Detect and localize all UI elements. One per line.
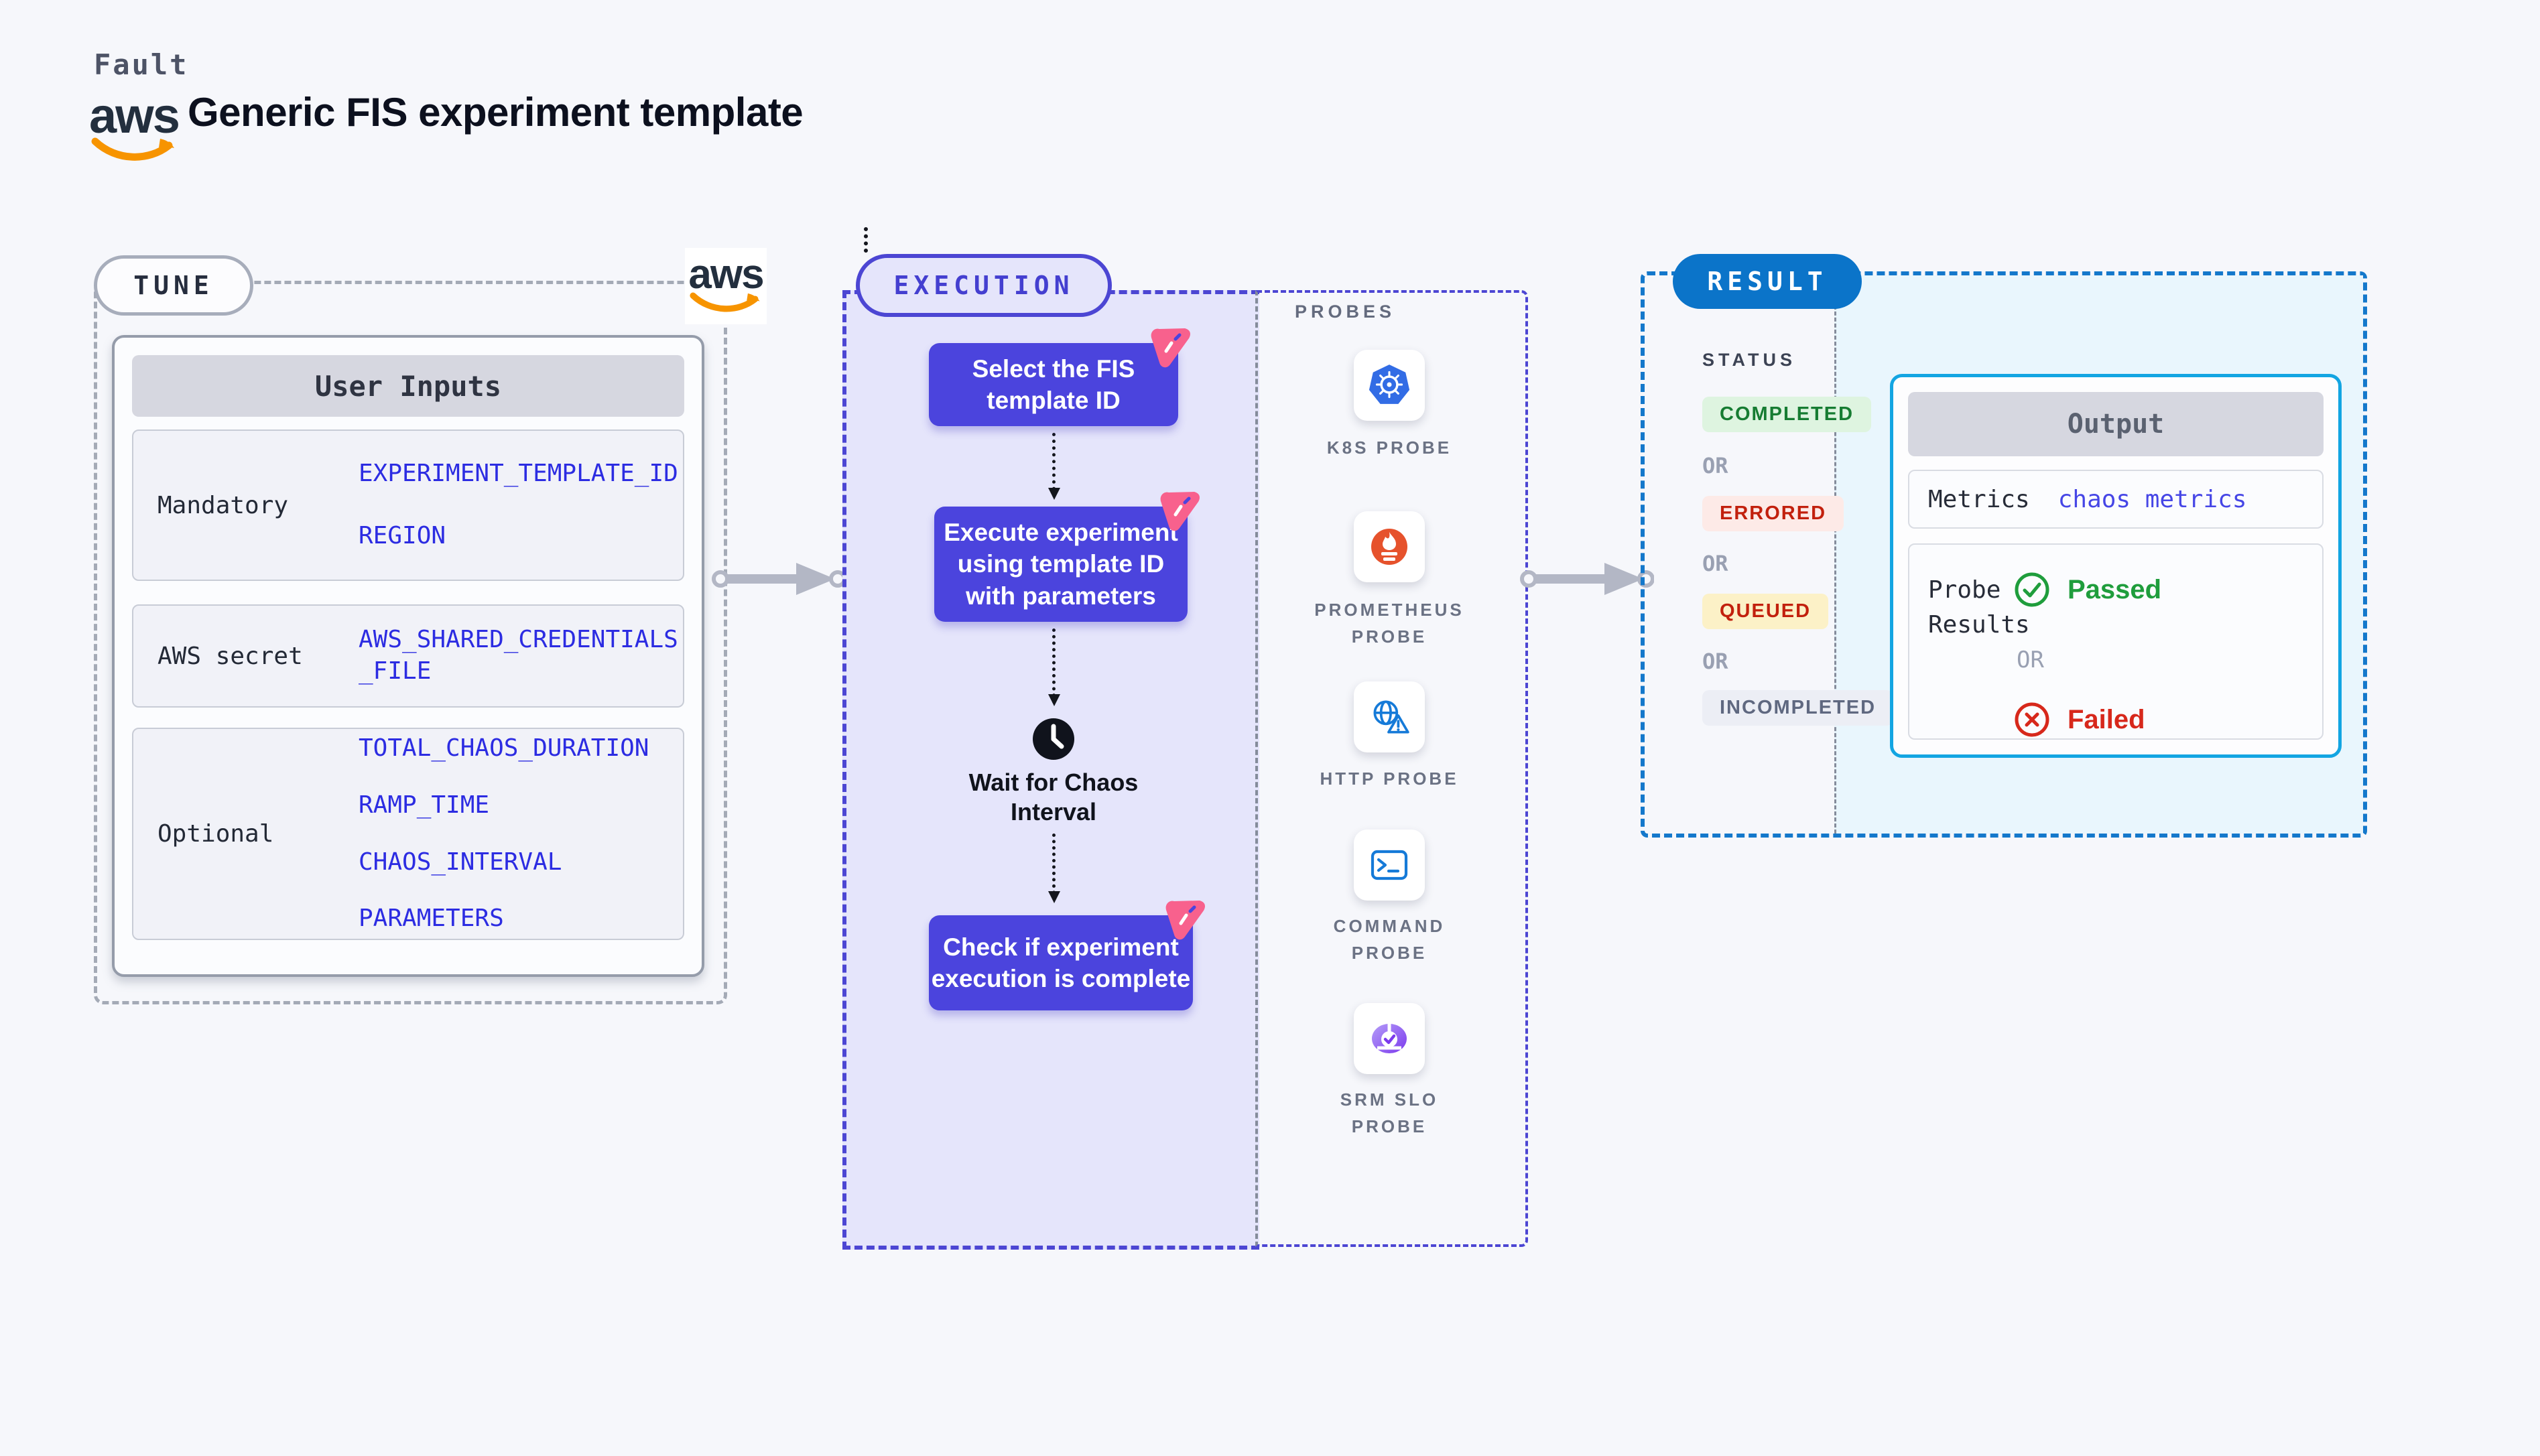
probe-label: K8S PROBE — [1326, 438, 1452, 458]
fault-label: Fault — [94, 48, 189, 81]
k8s-probe-card — [1354, 350, 1425, 421]
mandatory-row: Mandatory EXPERIMENT_TEMPLATE_ID REGION — [132, 429, 684, 581]
aws-smile-icon — [690, 292, 760, 312]
optional-row: Optional TOTAL_CHAOS_DURATION RAMP_TIME … — [132, 728, 684, 940]
failed-label: Failed — [2068, 704, 2145, 734]
user-inputs-card: User Inputs Mandatory EXPERIMENT_TEMPLAT… — [112, 335, 704, 977]
chaos-badge-icon — [1165, 901, 1205, 940]
wait-chaos-interval-label: Wait for Chaos Interval — [968, 769, 1139, 825]
execution-panel — [842, 290, 1259, 1250]
status-badge-completed: COMPLETED — [1702, 397, 1872, 432]
metrics-value: chaos metrics — [2057, 485, 2247, 513]
aws-corner-logo: aws — [685, 248, 767, 324]
http-probe-card — [1354, 681, 1425, 752]
probe-label: SRM SLO PROBE — [1340, 1089, 1439, 1137]
env-var: RAMP_TIME — [359, 791, 490, 819]
dotted-arrow-down — [1048, 834, 1060, 903]
passed-result: Passed — [2014, 572, 2161, 608]
prometheus-probe-card — [1354, 511, 1425, 582]
result-pill: RESULT — [1673, 254, 1862, 309]
aws-logo-word: aws — [688, 251, 764, 297]
dotted-arrow-down — [1048, 433, 1060, 500]
slo-donut-check-icon — [1372, 1024, 1407, 1053]
user-inputs-header: User Inputs — [132, 355, 684, 417]
failed-result: Failed — [2014, 702, 2145, 738]
probes-header: PROBES — [1295, 302, 1396, 322]
probe-label: PROMETHEUS PROBE — [1314, 600, 1464, 647]
dotted-arrow-down — [1048, 628, 1060, 706]
output-header: Output — [1908, 392, 2324, 456]
row-label: AWS secret — [157, 642, 303, 670]
aws-secret-row: AWS secret AWS_SHARED_CREDENTIALS _FILE — [132, 604, 684, 708]
page-title: Generic FIS experiment template — [188, 90, 804, 135]
check-circle-icon — [2015, 572, 2049, 607]
kubernetes-icon — [1369, 365, 1410, 404]
tune-pill: TUNE — [94, 255, 253, 316]
passed-label: Passed — [2068, 574, 2162, 604]
flow-arrow-right-icon — [712, 563, 846, 595]
http-globe-warning-icon — [1373, 700, 1409, 734]
env-var: TOTAL_CHAOS_DURATION — [359, 734, 649, 762]
env-var: EXPERIMENT_TEMPLATE_ID — [359, 460, 678, 488]
clock-icon — [1033, 718, 1074, 760]
probe-results-row: Probe Results Passed OR Failed — [1908, 543, 2324, 740]
x-circle-icon — [2015, 702, 2049, 737]
node-text: Check if experiment execution is complet… — [931, 933, 1191, 992]
status-badge-queued: QUEUED — [1702, 594, 1829, 629]
or-label: OR — [1702, 649, 1728, 674]
probe-label: HTTP PROBE — [1320, 769, 1459, 789]
terminal-icon — [1371, 850, 1408, 880]
env-var: AWS_SHARED_CREDENTIALS _FILE — [359, 626, 678, 685]
row-label: Optional — [157, 820, 274, 848]
prometheus-icon — [1371, 529, 1407, 565]
aws-logo: aws — [89, 88, 180, 164]
node-text: Select the FIS template ID — [972, 354, 1135, 414]
tune-panel — [94, 281, 727, 1004]
node-text: Execute experiment using template ID wit… — [944, 518, 1178, 610]
select-template-node: Select the FIS template ID — [929, 328, 1190, 426]
env-var: CHAOS_INTERVAL — [359, 848, 562, 876]
status-output-divider — [1834, 275, 1836, 834]
chaos-badge-icon — [1151, 328, 1190, 368]
metrics-label: Metrics — [1928, 485, 2030, 513]
aws-logo-word: aws — [89, 88, 180, 143]
probe-label: COMMAND PROBE — [1333, 916, 1446, 964]
row-label: Mandatory — [157, 491, 289, 519]
env-var: PARAMETERS — [359, 905, 504, 933]
check-complete-node: Check if experiment execution is complet… — [929, 901, 1205, 1010]
or-label: OR — [1702, 551, 1728, 576]
flow-arrow-right-icon — [1520, 563, 1654, 595]
status-badge-errored: ERRORED — [1702, 496, 1844, 531]
status-badge-incompleted: INCOMPLETED — [1702, 690, 1894, 726]
chaos-badge-icon — [1160, 492, 1200, 531]
or-label: OR — [1702, 453, 1728, 478]
aws-smile-icon — [91, 137, 174, 161]
command-probe-card — [1354, 830, 1425, 901]
or-label: OR — [2017, 647, 2044, 673]
output-card: Output Metrics chaos metrics Probe Resul… — [1890, 374, 2342, 758]
probe-results-label: Probe Results — [1928, 576, 2030, 639]
srm-slo-probe-card — [1354, 1003, 1425, 1074]
probes-panel — [1255, 290, 1528, 1247]
status-header: STATUS — [1702, 350, 1796, 370]
execution-pill: EXECUTION — [856, 254, 1112, 317]
execute-experiment-node: Execute experiment using template ID wit… — [934, 492, 1200, 622]
metrics-row: Metrics chaos metrics — [1908, 470, 2324, 529]
dotted-connector — [864, 227, 868, 253]
env-var: REGION — [359, 522, 446, 549]
